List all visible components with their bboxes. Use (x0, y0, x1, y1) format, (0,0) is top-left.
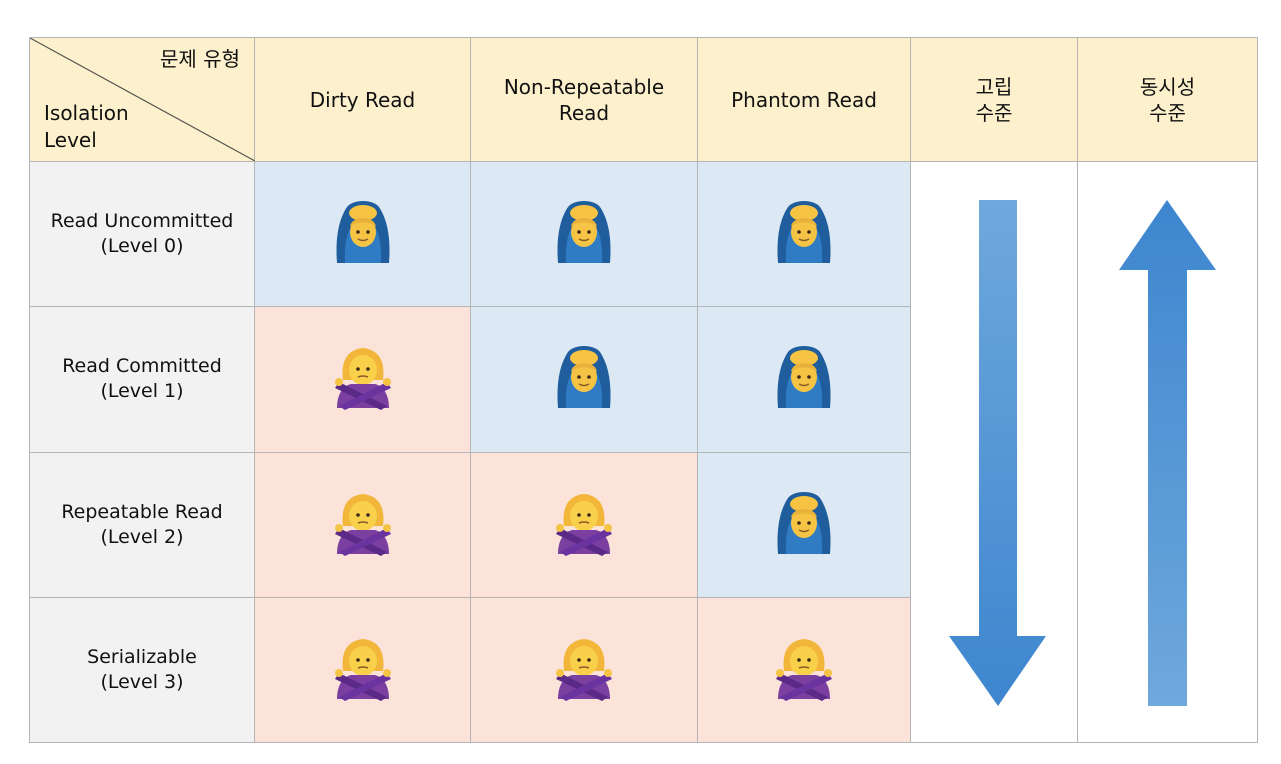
col-header-concurrency-level: 동시성 수준 (1077, 37, 1258, 162)
ok-gesture-icon (772, 197, 836, 265)
ok-gesture-icon (552, 342, 616, 410)
cell-ok (697, 451, 911, 598)
cell-ok (697, 160, 911, 308)
col-header-non-repeatable-read: Non-Repeatable Read (470, 37, 698, 162)
ok-gesture-icon (331, 197, 395, 265)
no-gesture-icon (331, 488, 395, 556)
corner-header-cell: 문제 유형 Isolation Level (29, 37, 255, 162)
isolation-level-table: 문제 유형 Isolation Level Dirty Read Non-Rep… (29, 37, 1258, 744)
no-gesture-icon (331, 633, 395, 701)
no-gesture-icon (552, 633, 616, 701)
cell-ok (254, 160, 471, 308)
problem-type-label: 문제 유형 (160, 47, 240, 71)
row-header-serializable: Serializable (Level 3) (29, 596, 255, 744)
up-arrow-icon (1119, 200, 1216, 706)
down-arrow-icon (949, 200, 1046, 706)
cell-no (254, 451, 471, 598)
cell-no (254, 306, 471, 453)
cell-no (470, 596, 698, 744)
row-header-read-uncommitted: Read Uncommitted (Level 0) (29, 160, 255, 308)
isolation-level-label: Isolation Level (44, 101, 129, 152)
cell-no (697, 596, 911, 744)
ok-gesture-icon (772, 488, 836, 556)
cell-ok (470, 160, 698, 308)
concurrency-arrow-cell (1077, 161, 1258, 743)
cell-no (254, 596, 471, 744)
diagonal-divider (30, 38, 255, 161)
row-header-repeatable-read: Repeatable Read (Level 2) (29, 451, 255, 598)
ok-gesture-icon (552, 197, 616, 265)
isolation-arrow-cell (910, 161, 1078, 743)
cell-ok (470, 306, 698, 453)
col-header-isolation-level: 고립 수준 (910, 37, 1078, 162)
no-gesture-icon (552, 488, 616, 556)
no-gesture-icon (772, 633, 836, 701)
col-header-phantom-read: Phantom Read (697, 37, 911, 162)
row-header-read-committed: Read Committed (Level 1) (29, 306, 255, 453)
cell-ok (697, 306, 911, 453)
cell-no (470, 451, 698, 598)
ok-gesture-icon (772, 342, 836, 410)
col-header-dirty-read: Dirty Read (254, 37, 471, 162)
no-gesture-icon (331, 342, 395, 411)
